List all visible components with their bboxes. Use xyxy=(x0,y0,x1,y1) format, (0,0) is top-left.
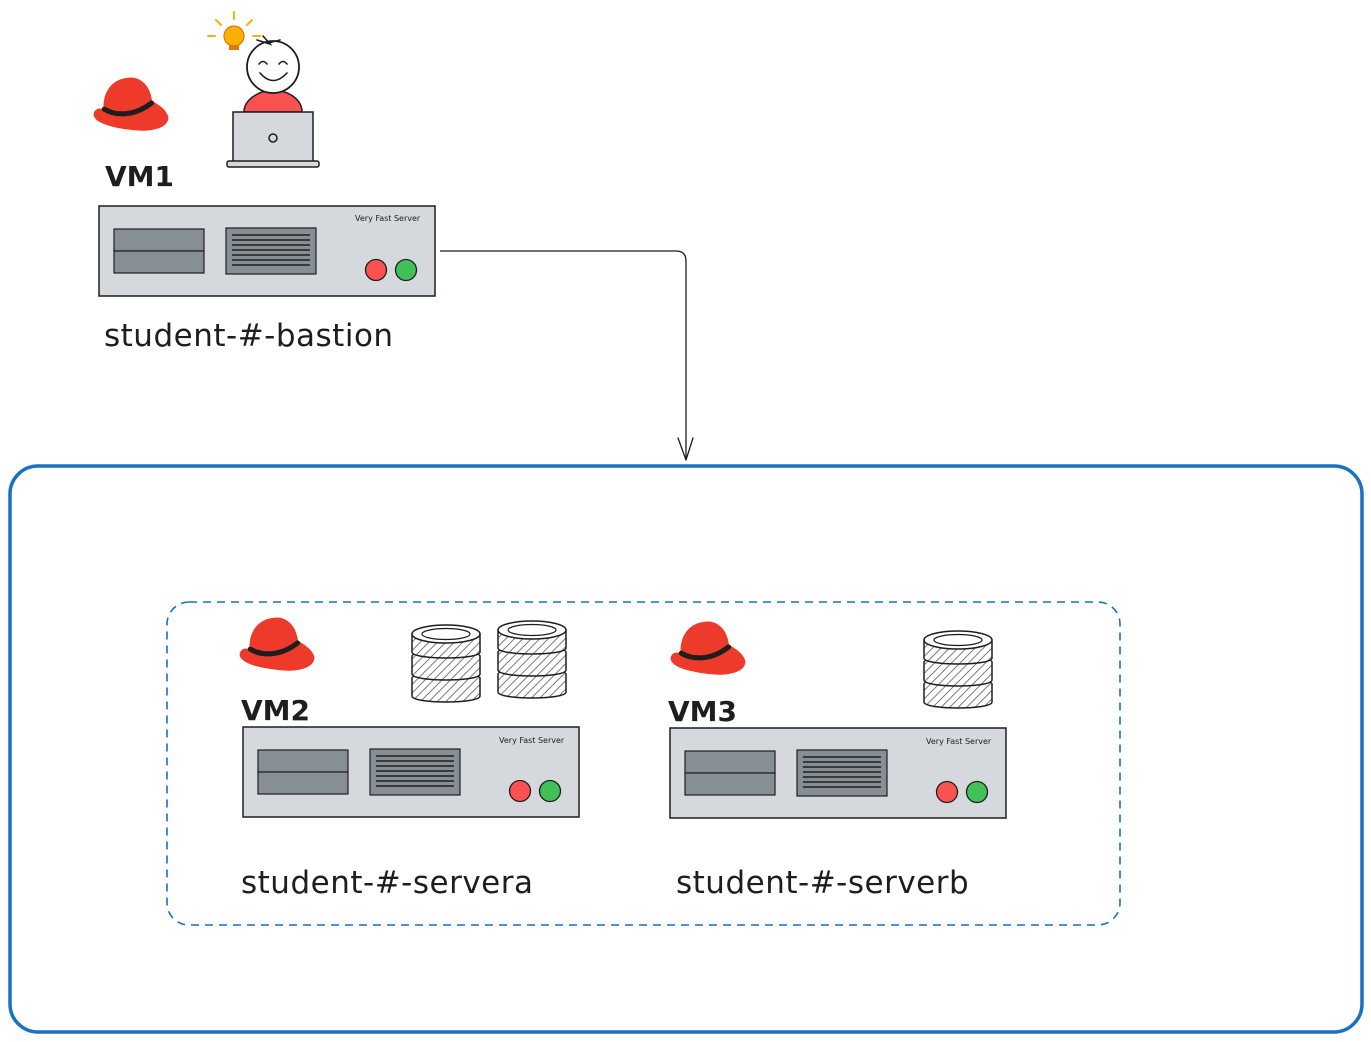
lightbulb-icon xyxy=(207,11,261,50)
redhat-hat-icon xyxy=(671,622,745,674)
connection-arrow xyxy=(440,250,694,461)
server-group-boundary xyxy=(166,601,1121,926)
serverb-node: VM3 Very Fast Server student-#-serverb xyxy=(668,622,1007,901)
network-boundary xyxy=(8,464,1364,1034)
vm2-label: VM2 xyxy=(241,694,310,727)
disk-stack-icon xyxy=(497,620,567,699)
redhat-hat-icon xyxy=(94,78,168,130)
person-laptop-icon xyxy=(226,35,320,168)
vm3-label: VM3 xyxy=(668,695,737,728)
servera-brand-label: Very Fast Server xyxy=(499,736,565,745)
serverb-brand-label: Very Fast Server xyxy=(926,737,992,746)
servera-hostname: student-#-servera xyxy=(241,865,533,901)
bastion-brand-label: Very Fast Server xyxy=(355,214,421,223)
servera-node: VM2 Very Fast Server student-#-servera xyxy=(240,618,580,901)
bastion-node: VM1 Very Fast Server student-#-bastion xyxy=(94,11,436,354)
serverb-hostname: student-#-serverb xyxy=(676,865,969,901)
redhat-hat-icon xyxy=(240,618,314,670)
bastion-hostname: student-#-bastion xyxy=(104,318,394,354)
disk-stack-icon xyxy=(923,630,993,709)
vm1-label: VM1 xyxy=(105,160,174,193)
disk-stack-icon xyxy=(411,624,481,703)
